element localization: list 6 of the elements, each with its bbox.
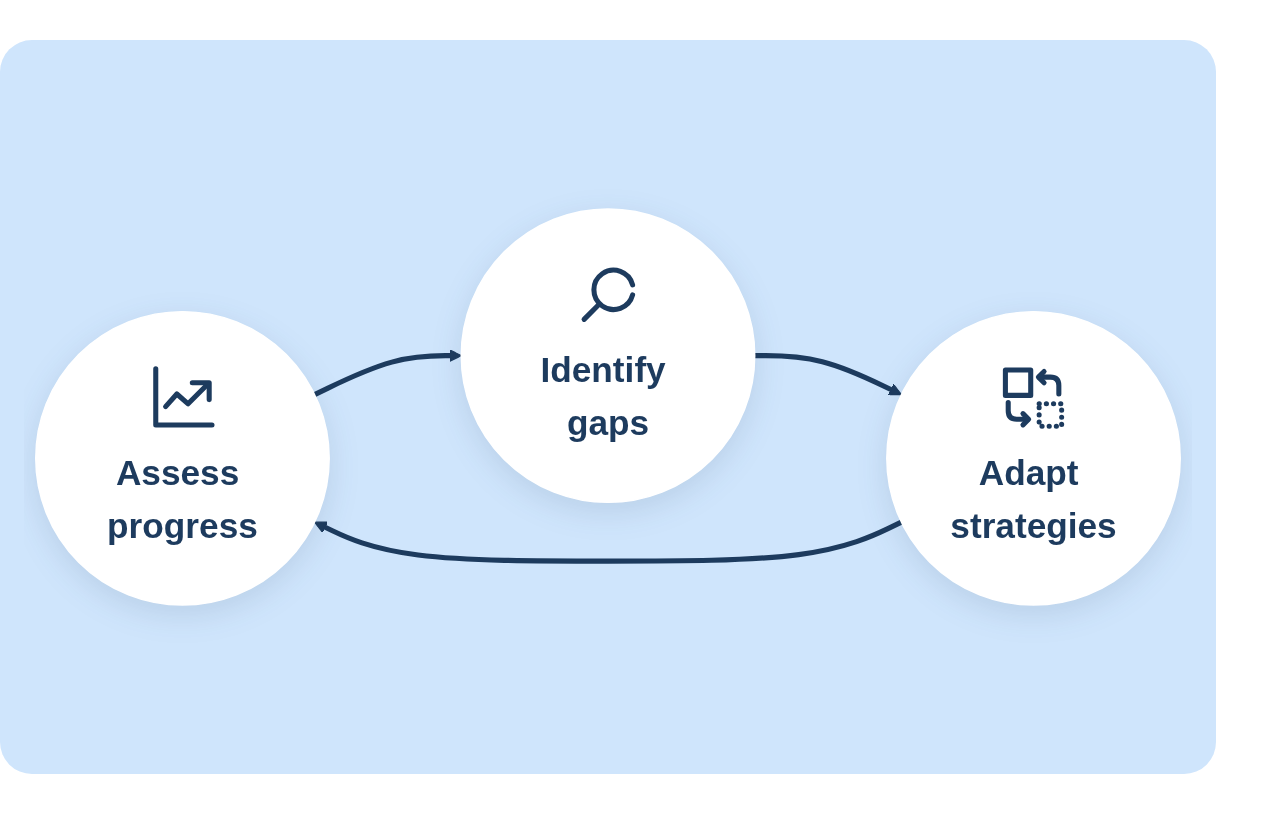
node-circle: Identify gaps bbox=[460, 208, 756, 504]
node-circle: Assess progress bbox=[35, 310, 330, 606]
arrow bbox=[314, 519, 903, 564]
arrow bbox=[313, 349, 462, 397]
arrow bbox=[754, 353, 902, 396]
node-circle: Adapt strategies bbox=[886, 310, 1181, 606]
